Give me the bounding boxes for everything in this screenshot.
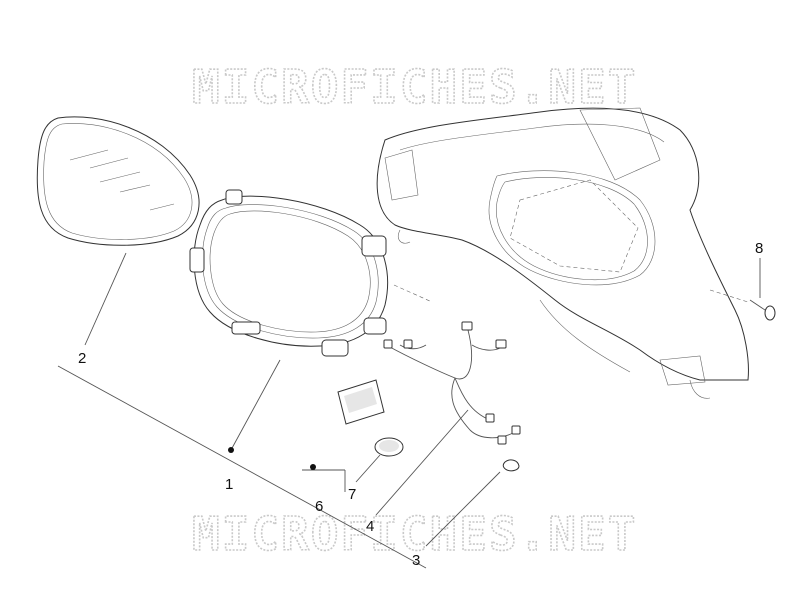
callout-1: 1 [225,476,233,493]
callout-3: 3 [412,552,420,569]
bulb-icon[interactable] [502,459,520,472]
callout-2: 2 [78,350,86,367]
harness-icon[interactable] [383,321,521,445]
watermark-top: MICROFICHES.NET [192,60,637,114]
lens-icon[interactable] [36,116,200,246]
callout-8: 8 [755,240,763,257]
callout-6: 6 [315,498,323,515]
callout-4: 4 [366,518,374,535]
dashboard-icon[interactable] [189,189,388,357]
decal-icon[interactable] [337,379,385,425]
cover-icon [376,107,749,399]
screw-icon[interactable] [749,299,776,321]
leader-lines [57,252,761,569]
callout-7: 7 [348,486,356,503]
watermark-bottom: MICROFICHES.NET [192,507,637,561]
cap-icon[interactable] [374,437,404,457]
